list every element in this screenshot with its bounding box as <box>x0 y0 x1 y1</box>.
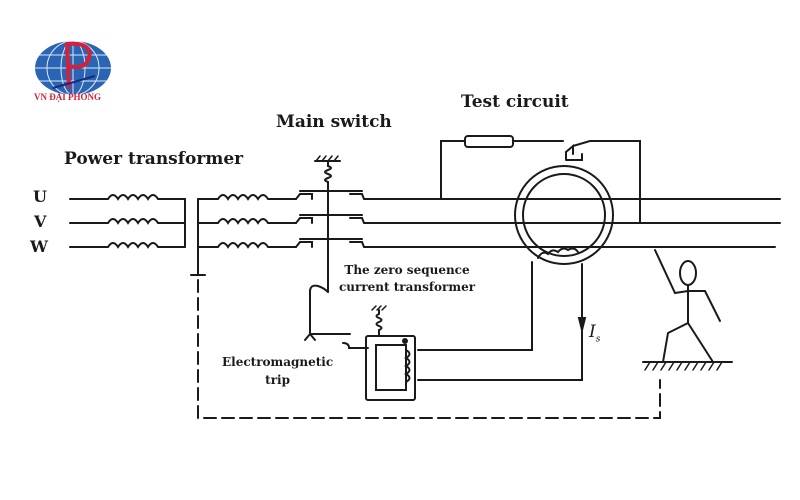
zct-secondary-winding <box>537 247 579 259</box>
latch-hook <box>309 284 329 293</box>
em-trip-spring <box>375 309 383 337</box>
secondary-coil-v <box>197 218 297 225</box>
primary-coil-v <box>107 218 186 225</box>
em-trip-dot <box>402 338 408 344</box>
switch-ground-hatch <box>315 155 339 162</box>
zct-outer-ring <box>514 165 614 265</box>
zct-label-line2: current transformer <box>339 280 476 294</box>
electromagnetic-trip-label: Electromagnetic trip <box>222 353 333 389</box>
current-symbol: I <box>589 322 596 342</box>
zct-inner-ring <box>522 173 606 257</box>
em-trip-outer <box>365 335 416 401</box>
switch-contact-u <box>295 193 781 200</box>
em-label-line2: trip <box>265 373 290 387</box>
trip-plunger <box>342 342 369 349</box>
company-logo <box>33 38 113 108</box>
test-resistor <box>464 135 514 148</box>
switch-contact-v <box>295 217 781 224</box>
test-button <box>565 140 641 224</box>
phase-v-label: V <box>34 212 47 231</box>
earth-hatch <box>644 361 723 371</box>
current-subscript: s <box>595 334 601 345</box>
em-trip-core <box>375 344 407 391</box>
test-circuit-left-wire <box>440 140 466 200</box>
leakage-current-label: Is <box>589 322 600 344</box>
zero-sequence-ct-label: The zero sequence current transformer <box>339 262 475 296</box>
company-name: VN ĐẠI PHONG <box>34 92 101 102</box>
main-switch-label: Main switch <box>276 112 392 132</box>
primary-coil-w <box>107 242 186 249</box>
is-arrow <box>577 317 587 331</box>
person-figure <box>654 249 721 363</box>
em-trip-coil <box>403 349 411 383</box>
zct-label-line1: The zero sequence <box>344 263 470 277</box>
phase-u-label: U <box>33 187 47 206</box>
power-transformer-label: Power transformer <box>64 149 244 169</box>
primary-coil-u <box>107 194 186 248</box>
em-label-line1: Electromagnetic <box>222 355 334 369</box>
phase-w-label: W <box>30 237 48 256</box>
person-head <box>679 260 697 286</box>
secondary-coil-w <box>197 242 297 249</box>
ground-return-path <box>197 279 661 419</box>
globe-icon <box>35 40 111 96</box>
ct-lead-2 <box>417 263 583 381</box>
test-circuit-label: Test circuit <box>461 92 569 112</box>
switch-spring <box>324 160 332 192</box>
ct-lead-1 <box>417 261 533 351</box>
switch-contact-w <box>295 241 776 248</box>
secondary-coil-u <box>197 194 297 201</box>
em-trip-ground-hatch <box>371 305 387 311</box>
